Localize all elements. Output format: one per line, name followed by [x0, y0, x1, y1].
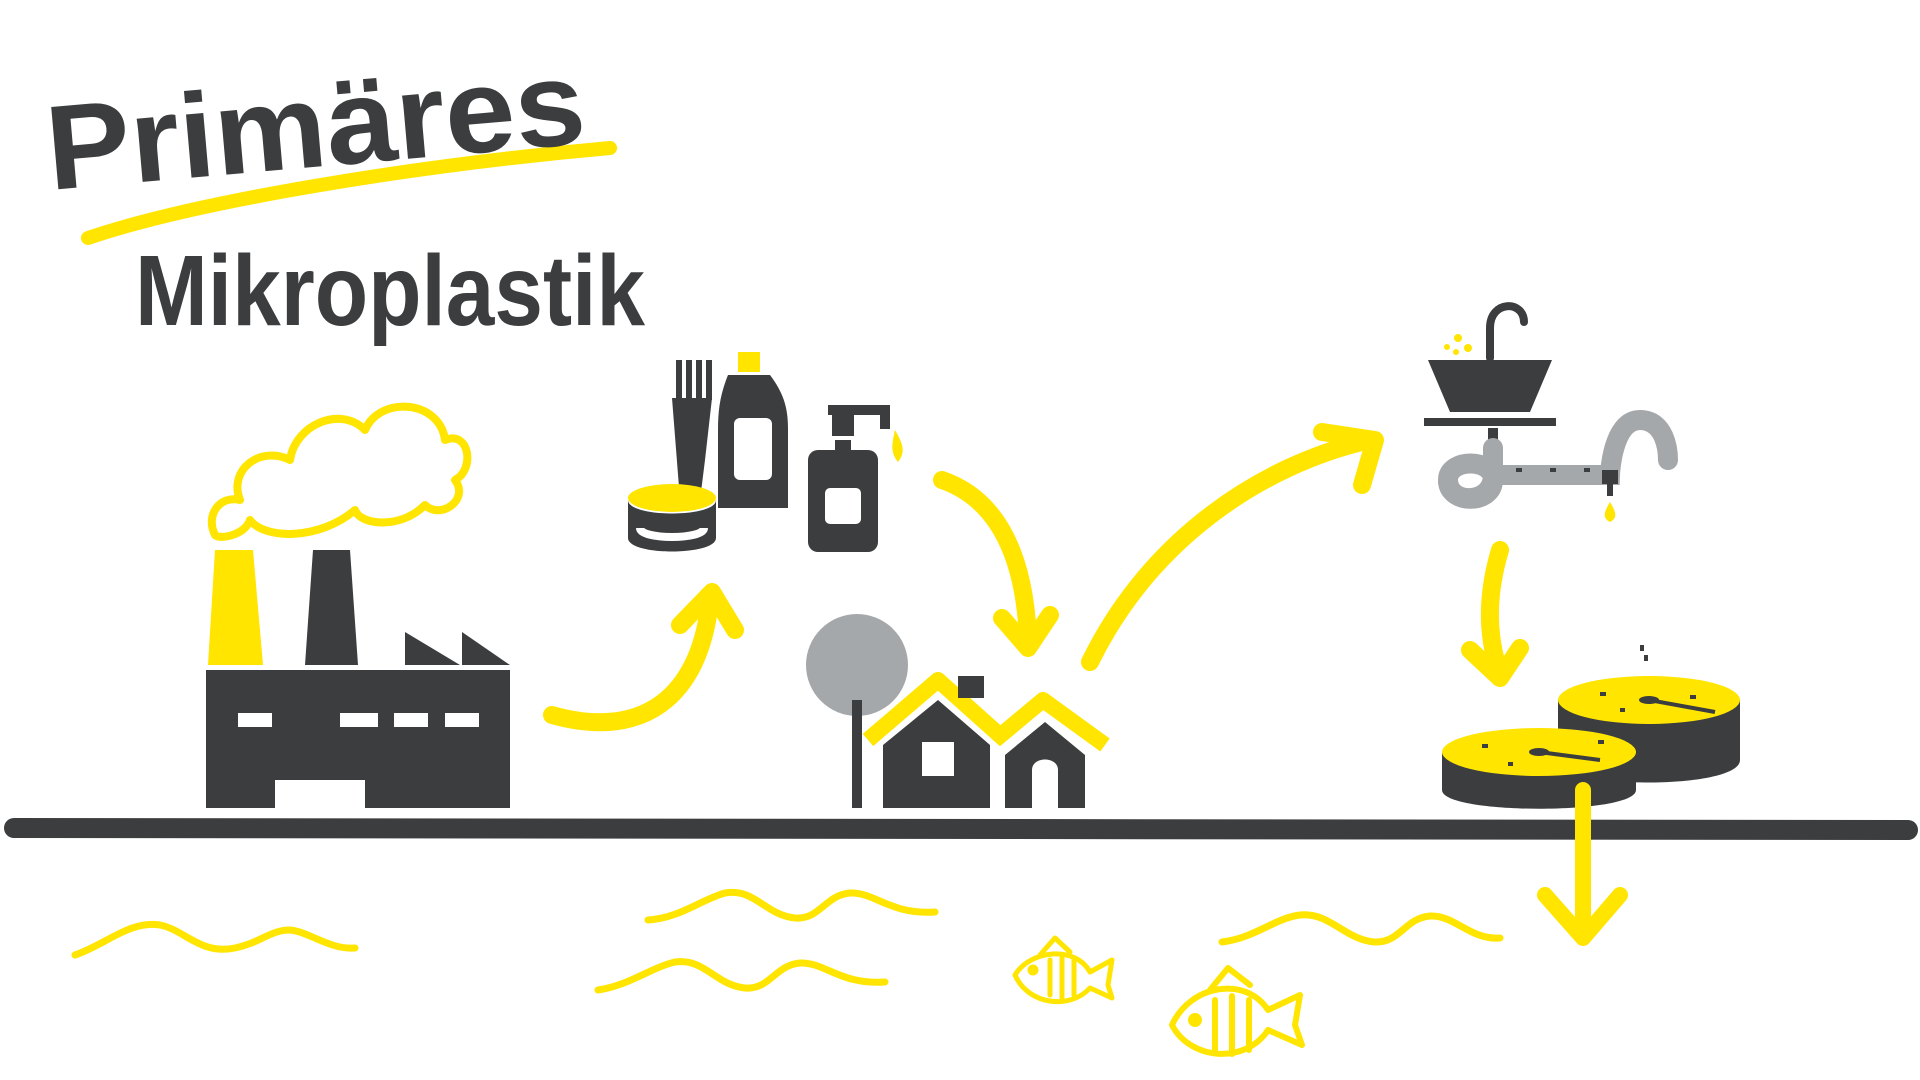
detergent-bottle-icon: [718, 352, 788, 508]
smoke-cloud-icon: [207, 402, 472, 541]
fish-icon: [1169, 965, 1305, 1057]
title-line2: Mikroplastik: [135, 235, 645, 347]
title-line1: Primäres: [41, 35, 591, 216]
treatment-plant-icon: [1442, 645, 1740, 809]
arrow-icon: [1081, 423, 1384, 671]
ground-line: [4, 818, 1918, 840]
arrow-icon: [1537, 782, 1628, 946]
factory-icon: [206, 402, 510, 808]
fish-icon: [1012, 935, 1115, 1004]
arrow-icon: [933, 471, 1059, 657]
cream-jar-icon: [628, 484, 716, 552]
drain-pipe-icon: [1437, 409, 1678, 522]
arrow-icon: [543, 583, 744, 732]
arrow-icon: [1461, 541, 1529, 687]
tree-icon: [806, 614, 908, 808]
houses-icon: [862, 672, 1110, 808]
soap-dispenser-icon: [808, 405, 903, 552]
wave-icon: [71, 888, 1504, 994]
title: Primäres Mikroplastik: [41, 35, 646, 347]
sink-icon: [1424, 302, 1556, 426]
products-group: [628, 352, 903, 552]
title-underline: [81, 141, 617, 245]
toothbrush-icon: [672, 360, 712, 500]
